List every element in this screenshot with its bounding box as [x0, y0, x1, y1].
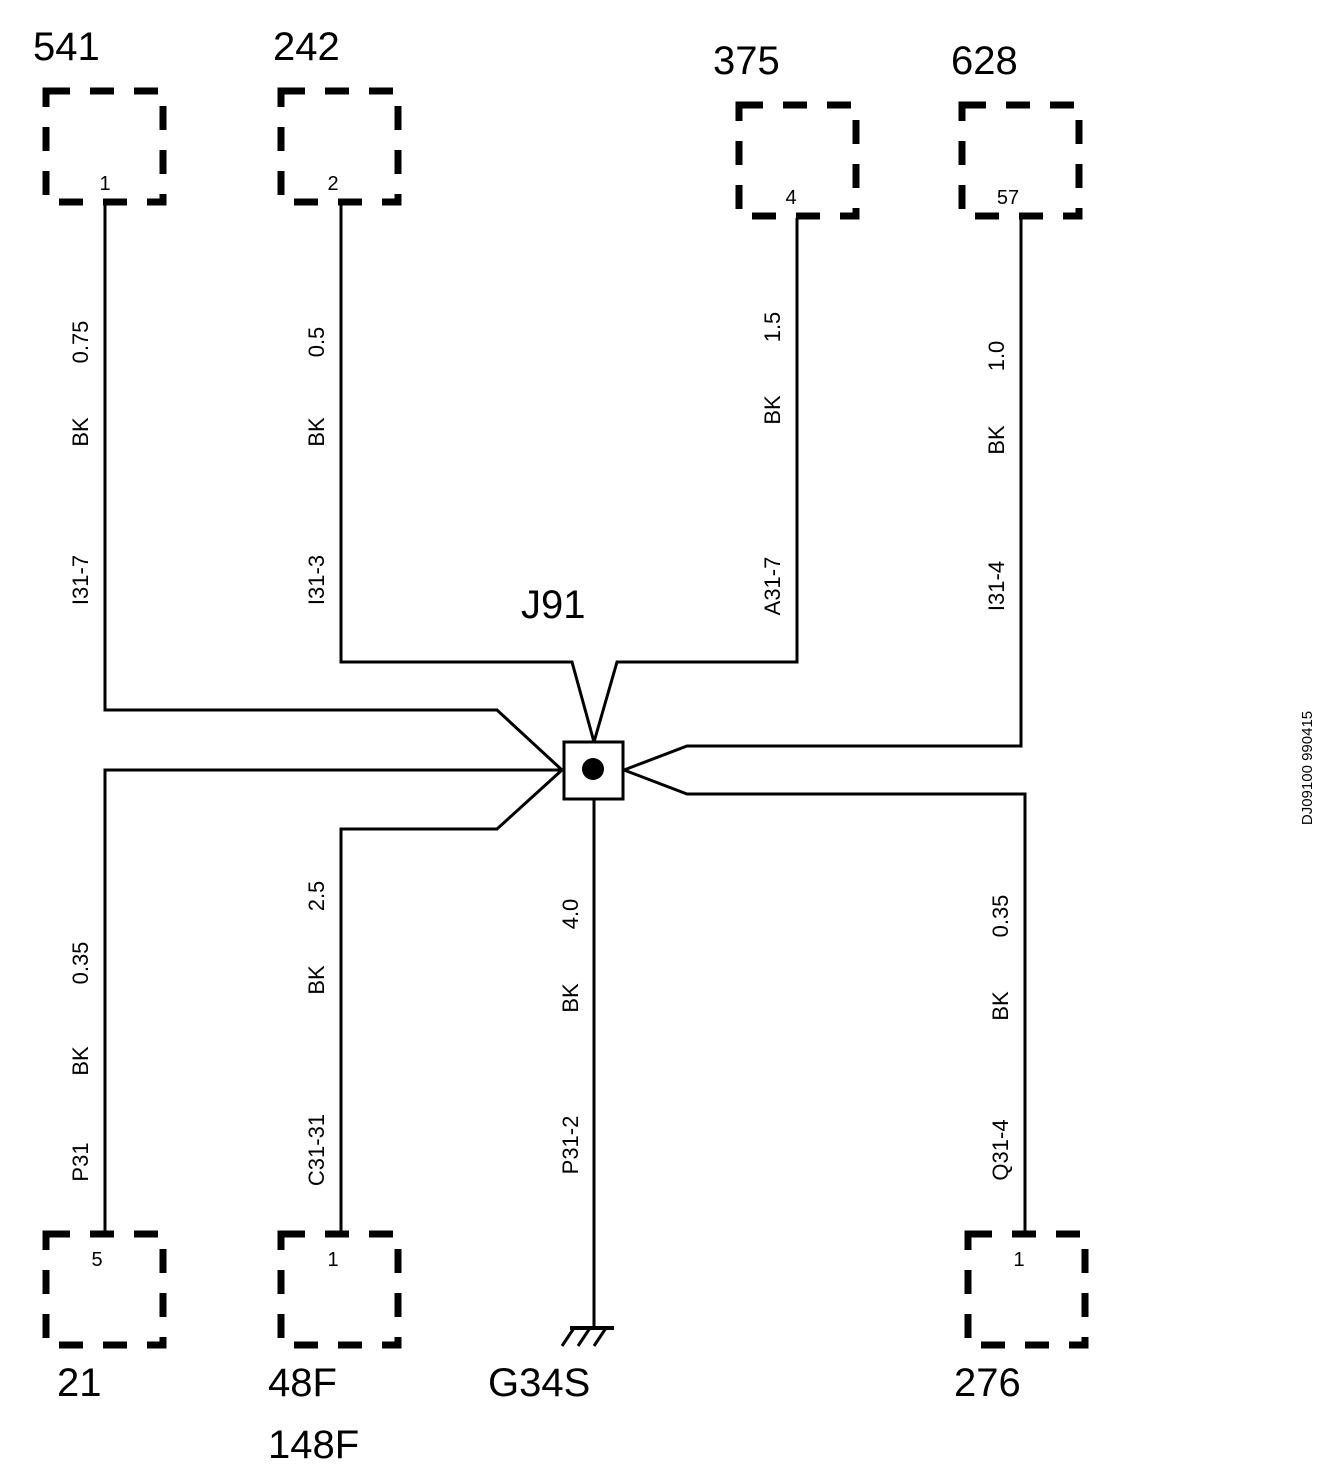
wire-21-size: 0.35	[68, 942, 93, 985]
connector-276: 1 276	[954, 1230, 1089, 1405]
connector-375-label: 375	[713, 39, 780, 83]
wire-242	[339, 204, 596, 743]
wire-276	[623, 768, 1027, 1232]
connector-48F-pin: 1	[327, 1249, 338, 1271]
wire-48F-color: BK	[304, 965, 329, 995]
wire-628	[623, 218, 1023, 772]
wire-628-size: 1.0	[984, 341, 1009, 372]
connector-541-pin: 1	[99, 173, 110, 195]
wire-21-circuit: P31	[68, 1142, 93, 1181]
wire-48F-size: 2.5	[304, 881, 329, 912]
wire-375-color: BK	[760, 395, 785, 425]
wire-48F	[339, 768, 564, 1232]
wire-276-size: 0.35	[988, 895, 1013, 938]
connector-628: 628 57	[951, 39, 1083, 220]
connector-541-label: 541	[33, 25, 100, 69]
connector-21-pin: 5	[91, 1249, 102, 1271]
connector-541: 541 1	[33, 25, 167, 206]
wire-g34s-circuit: P31-2	[558, 1116, 583, 1175]
wire-g34s-color: BK	[558, 983, 583, 1013]
connector-21-label: 21	[57, 1361, 102, 1405]
connector-21: 5 21	[42, 1230, 167, 1405]
wire-541	[103, 204, 564, 772]
connector-628-label: 628	[951, 39, 1018, 83]
connector-242-label: 242	[273, 25, 340, 69]
wire-276-circuit: Q31-4	[988, 1119, 1013, 1180]
wire-628-circuit: I31-4	[984, 561, 1009, 611]
connector-276-label: 276	[954, 1361, 1021, 1405]
connector-276-pin: 1	[1013, 1249, 1024, 1271]
wire-541-color: BK	[68, 417, 93, 447]
connector-242: 242 2	[273, 25, 402, 206]
connector-48F-label: 48F	[268, 1361, 337, 1405]
wire-276-color: BK	[988, 991, 1013, 1021]
wire-375-size: 1.5	[760, 312, 785, 343]
splice-dot	[582, 758, 604, 780]
ground-label: G34S	[488, 1361, 590, 1405]
wire-g34s-size: 4.0	[558, 899, 583, 930]
ground-icon	[560, 1326, 614, 1347]
connector-242-pin: 2	[327, 173, 338, 195]
drawing-reference: DJ09100 990415	[1299, 711, 1316, 825]
wire-375	[592, 218, 799, 743]
wire-242-color: BK	[304, 417, 329, 447]
wire-242-size: 0.5	[304, 327, 329, 358]
wire-541-size: 0.75	[68, 321, 93, 364]
wire-48F-circuit: C31-31	[304, 1114, 329, 1186]
wire-541-circuit: I31-7	[68, 555, 93, 605]
connector-375-pin: 4	[785, 187, 796, 209]
connector-48F-label-alt: 148F	[268, 1423, 359, 1467]
connector-628-pin: 57	[997, 187, 1019, 209]
splice-label: J91	[521, 583, 586, 627]
wire-21-color: BK	[68, 1046, 93, 1076]
wire-375-circuit: A31-7	[760, 557, 785, 616]
connector-375: 375 4	[713, 39, 860, 220]
wire-21	[103, 768, 562, 1232]
wire-628-color: BK	[984, 425, 1009, 455]
wire-242-circuit: I31-3	[304, 555, 329, 605]
connector-48F: 1 48F 148F	[268, 1230, 402, 1467]
